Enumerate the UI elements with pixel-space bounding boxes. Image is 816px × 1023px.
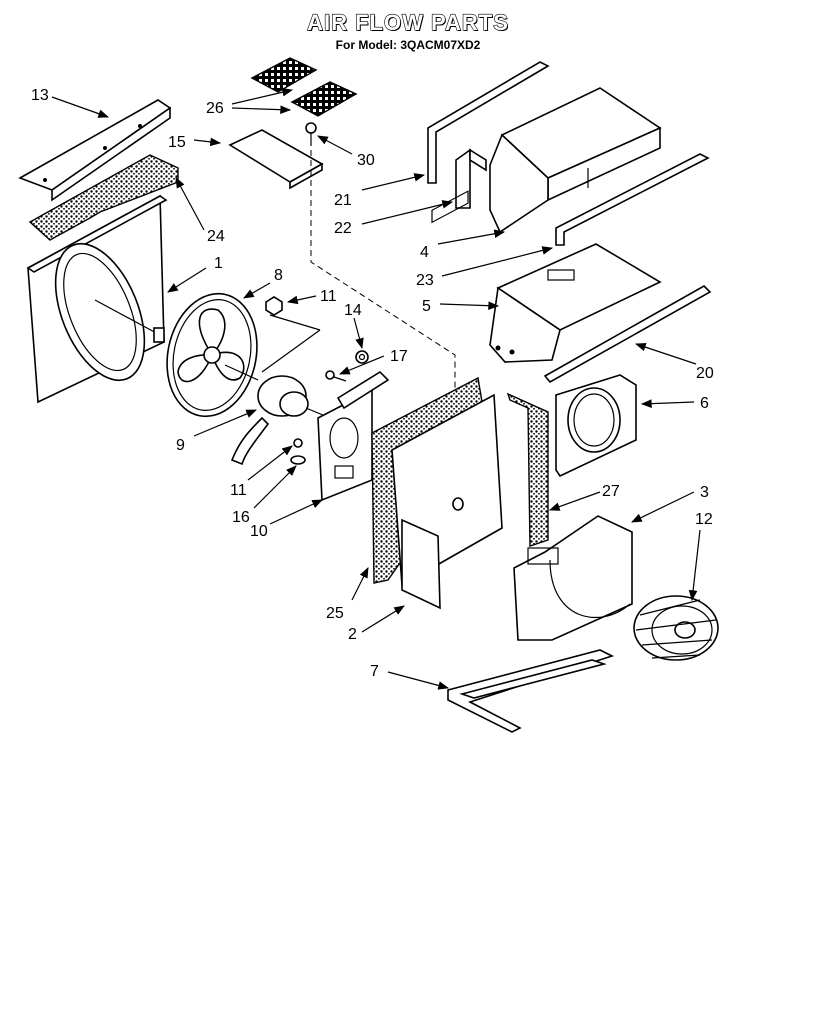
part-11-nut-bottom	[293, 438, 303, 448]
callout-15: 15	[168, 134, 186, 151]
callout-6: 6	[700, 395, 709, 412]
callout-12: 12	[695, 511, 713, 528]
part-3-blower-housing	[513, 515, 633, 641]
callout-7: 7	[370, 663, 379, 680]
part-4-cover	[489, 87, 662, 234]
callout-21: 21	[334, 192, 352, 209]
callout-labels: 13 26 15 30 21 22 24 1 8 11 14 17 4 23 5…	[31, 87, 714, 680]
part-13-top-rail	[18, 99, 172, 202]
callout-23: 23	[416, 272, 434, 289]
part-1-shroud-panel	[26, 194, 168, 404]
part-17-screw	[325, 370, 347, 382]
callout-26: 26	[206, 100, 224, 117]
callout-4: 4	[420, 244, 429, 261]
callout-9: 9	[176, 437, 185, 454]
part-15-bracket	[228, 129, 324, 190]
callout-24: 24	[207, 228, 225, 245]
model-subtitle: For Model: 3QACM07XD2	[335, 38, 481, 52]
callout-3: 3	[700, 484, 709, 501]
part-6-orifice	[555, 374, 637, 478]
part-7-seal	[447, 649, 615, 733]
part-8-fan-blade	[166, 292, 258, 418]
part-10-motor-bracket	[317, 370, 390, 502]
callout-2: 2	[348, 626, 357, 643]
callout-8: 8	[274, 267, 283, 284]
part-14-grommet	[355, 350, 369, 364]
part-5-partition	[489, 243, 662, 363]
callout-10: 10	[250, 523, 268, 540]
part-23-rail	[555, 153, 710, 246]
callout-20: 20	[696, 365, 714, 382]
callout-17: 17	[390, 348, 408, 365]
callout-1: 1	[214, 255, 223, 272]
callout-25: 25	[326, 605, 344, 622]
part-24-seal-strip	[28, 154, 179, 241]
part-16-washer	[290, 455, 306, 465]
callout-14: 14	[344, 302, 362, 319]
callout-30: 30	[357, 152, 375, 169]
part-30-screw	[305, 122, 317, 146]
callout-22: 22	[334, 220, 352, 237]
callout-5: 5	[422, 298, 431, 315]
part-20-strip	[543, 285, 712, 384]
diagram-title: AIR FLOW PARTS	[306, 9, 509, 35]
part-9-motor	[224, 314, 331, 466]
callout-11-lower: 11	[230, 482, 247, 499]
part-2-bulkhead	[391, 190, 503, 610]
callout-16: 16	[232, 509, 250, 526]
part-12-blower-wheel	[633, 595, 719, 661]
part-26-filters	[250, 57, 358, 117]
callout-11-upper: 11	[320, 288, 337, 305]
part-21-rail	[427, 61, 550, 184]
part-11-nut-top	[265, 296, 283, 316]
callout-13: 13	[31, 87, 49, 104]
part-27-foam-strip	[506, 392, 549, 547]
part-22-seal	[455, 148, 487, 209]
leader-lines	[51, 88, 701, 690]
callout-27: 27	[602, 483, 620, 500]
